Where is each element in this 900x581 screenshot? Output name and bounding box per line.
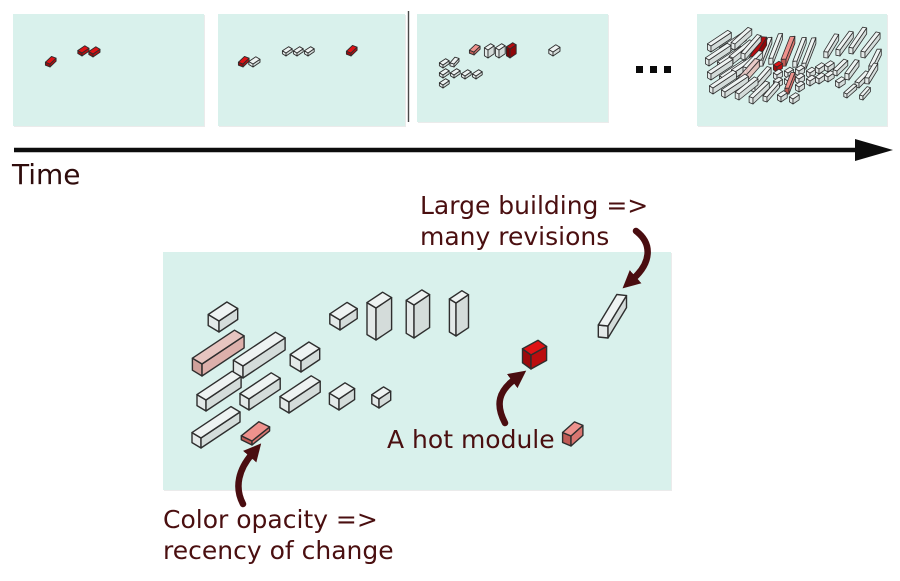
building-box [207, 301, 239, 333]
annotation-large-building-line1: Large building => [420, 191, 649, 220]
timeline-panel-2-boxes [237, 44, 358, 68]
building-box [505, 42, 517, 59]
building-box [191, 329, 245, 377]
ellipsis-dot-1 [636, 66, 643, 73]
building-box [88, 46, 101, 58]
building-box [706, 29, 732, 53]
building-box [279, 375, 321, 414]
building-box [468, 43, 481, 56]
annotation-large-building-line2: many revisions [420, 221, 610, 251]
building-box [328, 382, 356, 411]
building-box [329, 301, 358, 331]
building-box [784, 71, 796, 95]
building-box [289, 341, 321, 373]
building-box [824, 60, 835, 73]
building-box [44, 55, 57, 68]
building-box [521, 339, 548, 370]
annotation-color-opacity-line1: Color opacity => [163, 505, 378, 534]
annotation-large-building: Large building => many revisions [420, 191, 648, 252]
building-box [823, 33, 840, 59]
building-box [740, 34, 762, 61]
building-box [448, 290, 470, 337]
building-box [438, 68, 450, 79]
building-box [801, 37, 817, 70]
building-box [815, 62, 826, 75]
timeline-panel-4-boxes [704, 26, 882, 105]
building-box [597, 293, 628, 339]
building-box [734, 76, 759, 101]
annotation-hot-module: A hot module [387, 425, 555, 456]
building-box [864, 62, 879, 85]
building-box [292, 46, 304, 57]
building-box [548, 44, 561, 57]
annotation-hot-module-line1: A hot module [387, 425, 555, 454]
building-box [471, 69, 483, 80]
building-box [77, 45, 90, 57]
timeline-panel-3 [417, 14, 608, 122]
building-box [768, 33, 783, 65]
annotation-color-opacity: Color opacity => recency of change [163, 505, 394, 566]
building-box [789, 92, 800, 105]
building-box [248, 56, 261, 68]
building-box [191, 405, 241, 449]
building-box [483, 43, 495, 59]
building-box [438, 78, 450, 89]
building-box [720, 73, 749, 99]
building-box [795, 80, 805, 93]
building-box [345, 44, 358, 57]
building-box [405, 289, 431, 339]
building-box [449, 56, 460, 68]
building-box [239, 372, 281, 411]
building-box [859, 86, 871, 101]
building-box [303, 46, 315, 57]
building-box [843, 83, 858, 99]
building-box [196, 370, 242, 412]
building-box [777, 90, 788, 103]
annotation-color-opacity-line2: recency of change [163, 535, 394, 565]
time-axis-arrowhead-icon [855, 139, 893, 161]
building-box [815, 72, 826, 85]
building-box [835, 30, 854, 57]
building-box [780, 35, 796, 67]
building-box [460, 69, 472, 80]
building-box [762, 81, 780, 103]
timeline-panel-3-boxes [438, 42, 561, 89]
timeline-panel-2 [218, 14, 405, 126]
building-box [366, 291, 393, 341]
building-box [730, 26, 753, 51]
building-box [844, 59, 860, 81]
timeline-panel-4 [697, 14, 887, 126]
building-box [371, 386, 392, 409]
building-box [281, 46, 293, 57]
time-axis-label: Time [12, 158, 81, 191]
building-box [494, 43, 506, 59]
building-box [706, 56, 734, 81]
ellipsis-dot-2 [650, 66, 657, 73]
building-box [240, 420, 271, 446]
main-panel-boxes [191, 289, 628, 449]
building-box [561, 421, 584, 447]
building-box [237, 55, 250, 68]
building-box [860, 31, 881, 59]
building-box [438, 58, 450, 69]
timeline-panel-1 [13, 14, 204, 126]
building-box [792, 36, 807, 68]
building-box [748, 80, 770, 105]
building-box [795, 64, 805, 77]
building-box [848, 26, 868, 55]
building-box [834, 76, 846, 89]
building-box [449, 68, 461, 79]
building-box [708, 69, 737, 95]
building-box [832, 58, 849, 77]
building-box [704, 42, 732, 67]
ellipsis-dot-3 [664, 66, 671, 73]
timeline-panel-1-boxes [44, 45, 101, 68]
